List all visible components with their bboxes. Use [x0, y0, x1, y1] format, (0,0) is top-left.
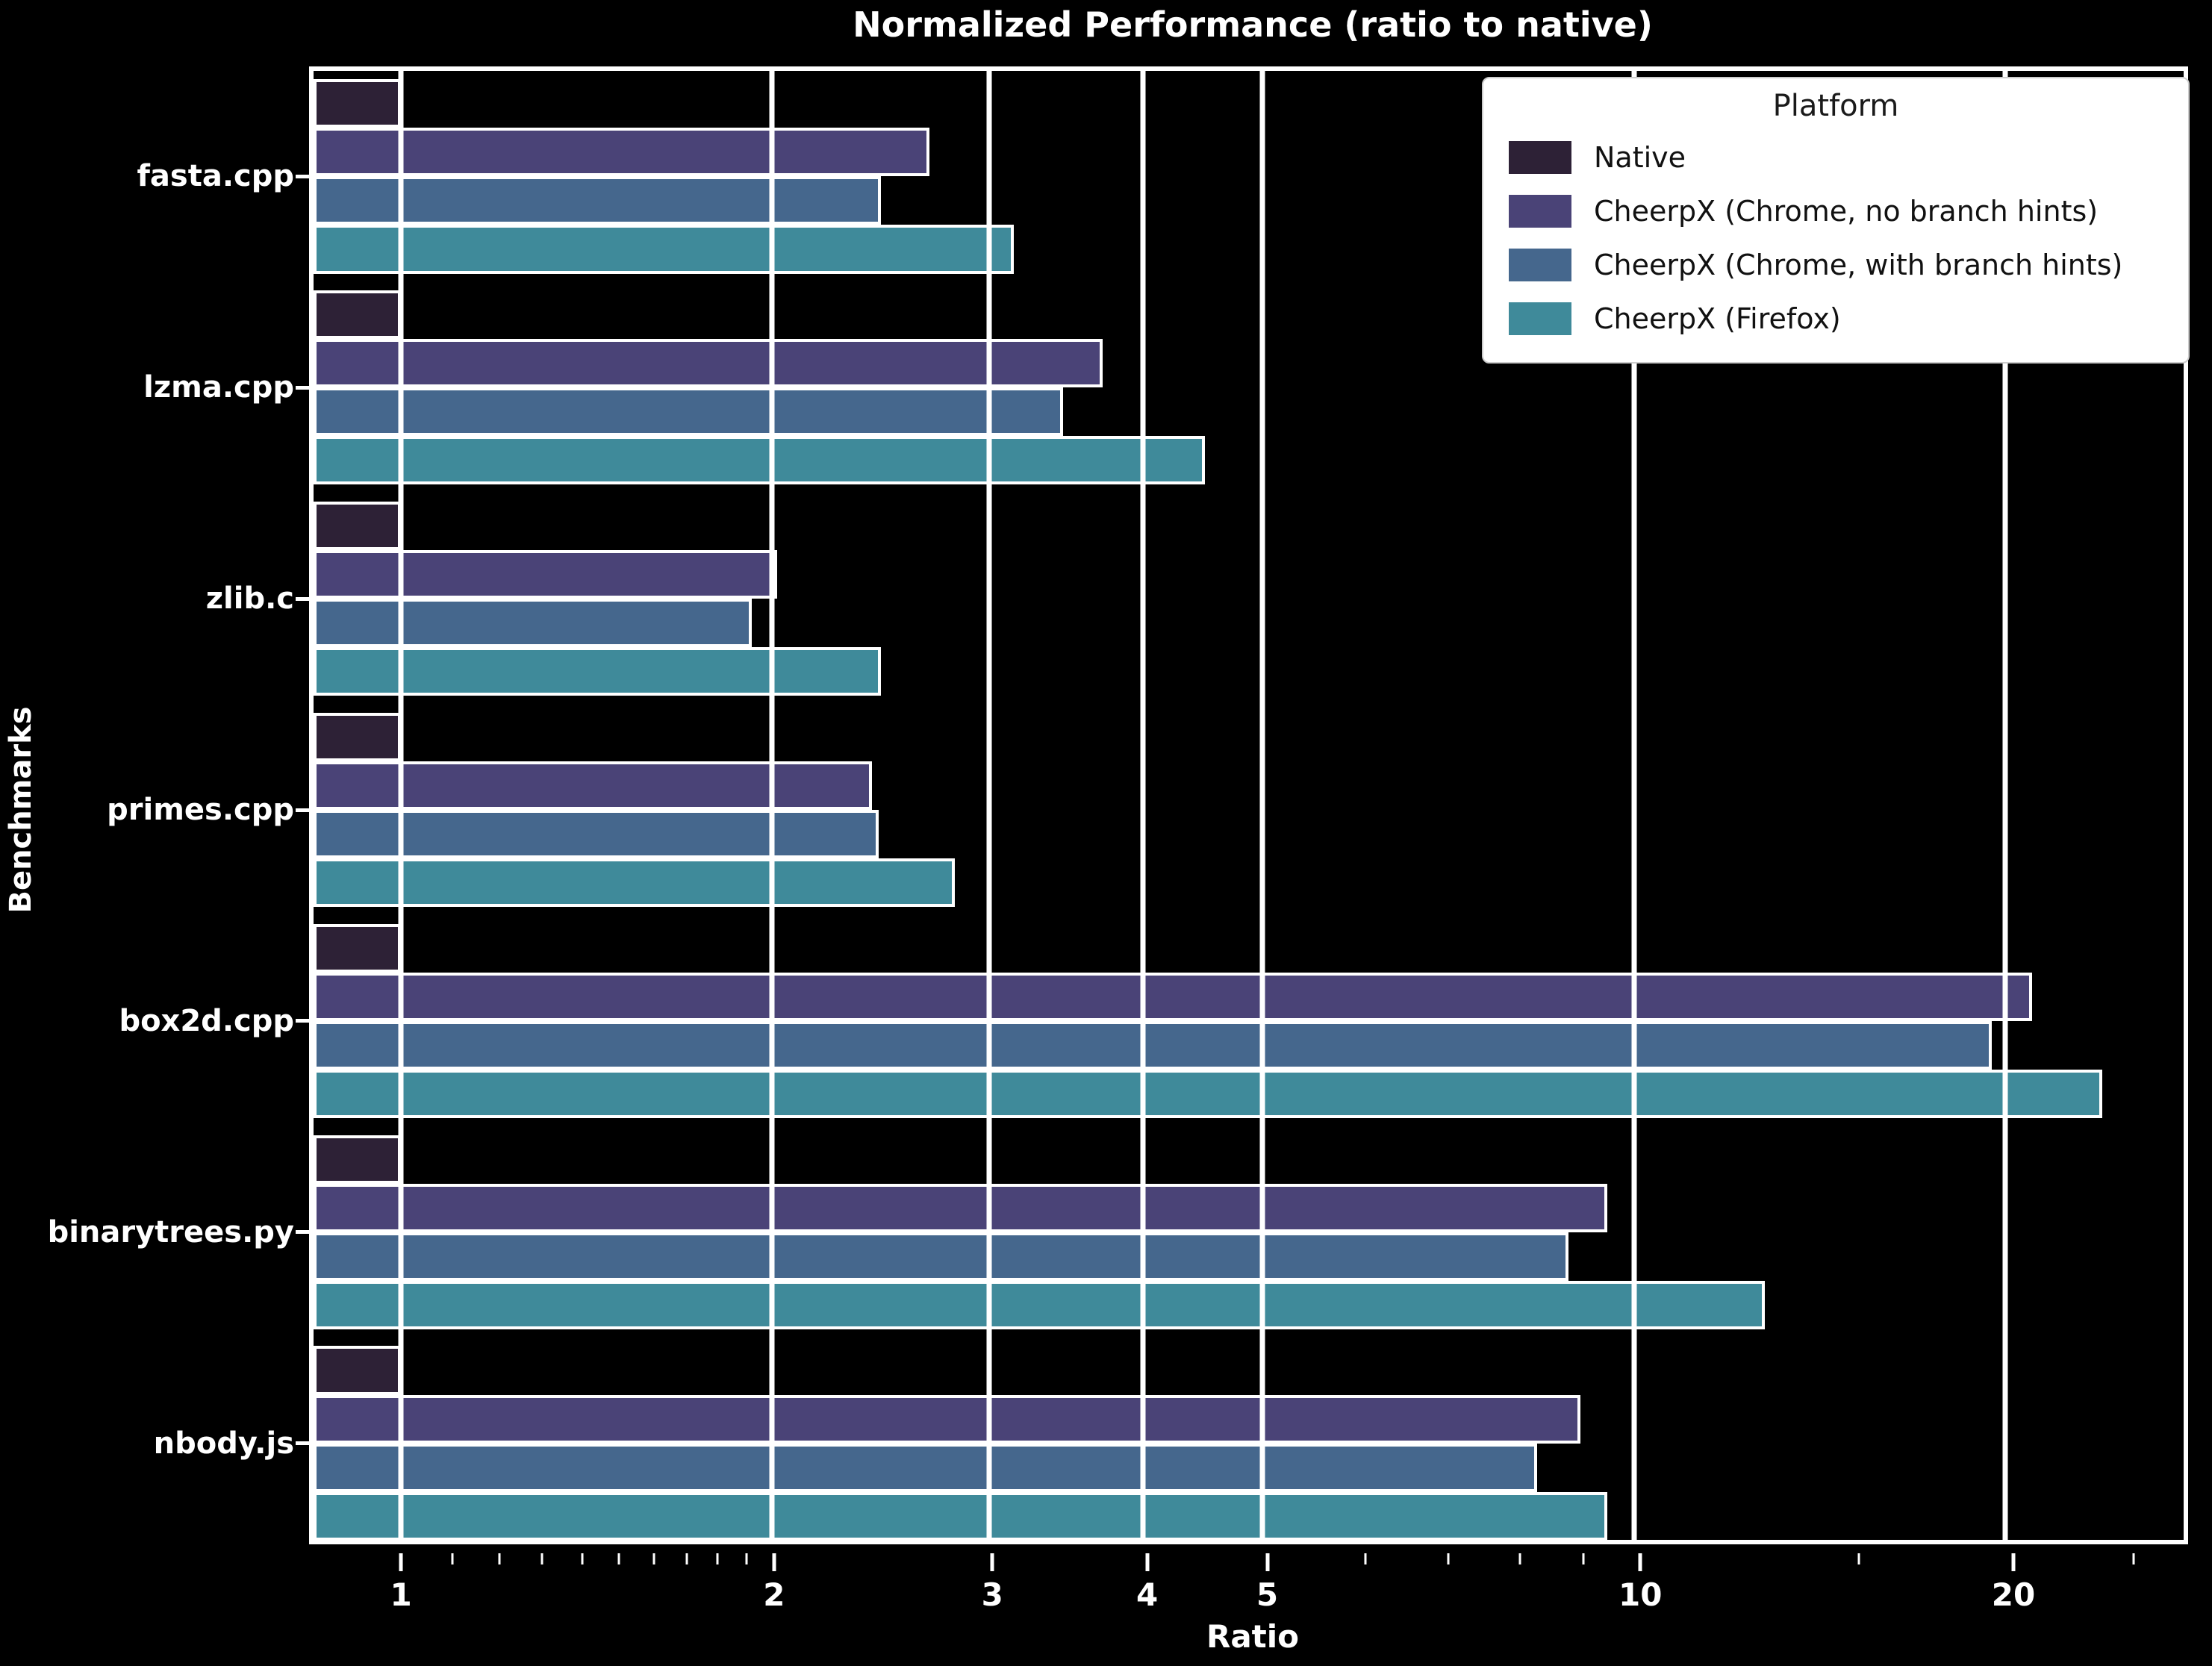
gridline: [2002, 71, 2008, 1540]
x-tick-minor: [581, 1553, 584, 1564]
x-tick-minor: [498, 1553, 501, 1564]
y-tick: [296, 596, 312, 601]
x-tick-minor: [2132, 1553, 2135, 1564]
y-tick: [296, 174, 312, 178]
plot-area: [309, 66, 2188, 1544]
legend-item: CheerpX (Firefox): [1483, 292, 2188, 346]
y-tick: [296, 1441, 312, 1446]
x-tick-label: 3: [981, 1576, 1003, 1613]
x-tick-minor: [451, 1553, 454, 1564]
gridline: [986, 71, 992, 1540]
gridline: [1259, 71, 1265, 1540]
x-tick-major: [990, 1553, 994, 1571]
bar-native-fasta-cpp: [314, 79, 402, 128]
bar-cheerpx-firefox--binarytrees-py: [314, 1280, 1765, 1329]
bar-cheerpx-chrome-no-branch-hints--lzma-cpp: [314, 339, 1103, 388]
bar-cheerpx-chrome-with-branch-hints--box2d-cpp: [314, 1020, 1992, 1070]
legend-item-label: CheerpX (Firefox): [1594, 302, 1841, 335]
bar-native-binarytrees-py: [314, 1135, 402, 1184]
legend-title: Platform: [1772, 89, 1899, 123]
gridline: [1631, 71, 1637, 1540]
x-tick-major: [1145, 1553, 1150, 1571]
x-tick-label: 10: [1619, 1576, 1663, 1613]
y-tick-label: binarytrees.py: [47, 1214, 294, 1250]
bar-cheerpx-firefox--primes-cpp: [314, 858, 956, 908]
legend-item: Native: [1483, 131, 2188, 184]
y-tick-label: lzma.cpp: [143, 370, 294, 405]
x-tick-minor: [617, 1553, 620, 1564]
bar-cheerpx-chrome-with-branch-hints--zlib-c: [314, 599, 753, 648]
bar-native-nbody-js: [314, 1346, 402, 1395]
x-tick-label: 2: [763, 1576, 785, 1613]
bar-cheerpx-chrome-no-branch-hints--zlib-c: [314, 550, 777, 599]
bar-cheerpx-firefox--fasta-cpp: [314, 225, 1014, 274]
legend-item-label: CheerpX (Chrome, with branch hints): [1594, 249, 2123, 281]
y-tick: [296, 385, 312, 390]
bar-native-zlib-c: [314, 502, 402, 551]
bar-cheerpx-chrome-no-branch-hints--nbody-js: [314, 1394, 1581, 1444]
chart-title: Normalized Performance (ratio to native): [853, 4, 1653, 45]
gridline: [1140, 71, 1146, 1540]
bar-cheerpx-firefox--lzma-cpp: [314, 436, 1205, 485]
x-tick-label: 20: [1991, 1576, 2036, 1613]
x-tick-minor: [652, 1553, 655, 1564]
bar-cheerpx-firefox--nbody-js: [314, 1491, 1607, 1541]
x-tick-minor: [1518, 1553, 1521, 1564]
bar-cheerpx-chrome-with-branch-hints--nbody-js: [314, 1443, 1537, 1492]
bar-cheerpx-firefox--zlib-c: [314, 647, 882, 696]
bar-cheerpx-chrome-no-branch-hints--binarytrees-py: [314, 1183, 1607, 1232]
legend-swatch: [1509, 249, 1571, 281]
legend-item-label: Native: [1594, 141, 1686, 174]
x-tick-major: [1638, 1553, 1642, 1571]
bar-cheerpx-chrome-with-branch-hints--lzma-cpp: [314, 387, 1063, 437]
x-tick-label: 5: [1256, 1576, 1279, 1613]
y-tick-label: zlib.c: [205, 581, 294, 617]
legend-item: CheerpX (Chrome, with branch hints): [1483, 238, 2188, 292]
bar-cheerpx-chrome-with-branch-hints--fasta-cpp: [314, 176, 882, 225]
bar-native-lzma-cpp: [314, 290, 402, 340]
x-tick-major: [772, 1553, 776, 1571]
y-tick: [296, 808, 312, 812]
y-tick-label: primes.cpp: [107, 793, 294, 827]
bar-cheerpx-chrome-no-branch-hints--primes-cpp: [314, 761, 873, 810]
gridline: [398, 71, 404, 1540]
bar-cheerpx-chrome-no-branch-hints--box2d-cpp: [314, 972, 2032, 1021]
bar-cheerpx-chrome-with-branch-hints--binarytrees-py: [314, 1232, 1568, 1281]
x-tick-minor: [685, 1553, 688, 1564]
legend-swatch: [1509, 195, 1571, 228]
x-tick-minor: [1447, 1553, 1450, 1564]
x-tick-major: [2011, 1553, 2016, 1571]
legend-item-label: CheerpX (Chrome, no branch hints): [1594, 195, 2099, 228]
legend-swatch: [1509, 141, 1571, 174]
x-tick-minor: [1364, 1553, 1367, 1564]
y-tick-label: nbody.js: [153, 1426, 294, 1461]
bar-native-primes-cpp: [314, 712, 402, 761]
bar-cheerpx-firefox--box2d-cpp: [314, 1069, 2103, 1118]
legend-item: CheerpX (Chrome, no branch hints): [1483, 184, 2188, 238]
y-axis-label: Benchmarks: [4, 706, 38, 914]
x-tick-minor: [716, 1553, 719, 1564]
y-tick-label: box2d.cpp: [119, 1003, 294, 1038]
x-axis-label: Ratio: [1206, 1618, 1300, 1655]
y-tick-label: fasta.cpp: [137, 159, 295, 194]
x-tick-minor: [1857, 1553, 1860, 1564]
x-tick-label: 4: [1136, 1576, 1159, 1613]
legend-swatch: [1509, 302, 1571, 335]
bar-native-box2d-cpp: [314, 923, 402, 973]
x-tick-major: [1265, 1553, 1270, 1571]
x-tick-minor: [1582, 1553, 1585, 1564]
plot-inner: [314, 71, 2184, 1541]
bar-cheerpx-chrome-with-branch-hints--primes-cpp: [314, 810, 879, 859]
y-tick: [296, 1019, 312, 1023]
x-tick-minor: [540, 1553, 543, 1564]
x-tick-minor: [745, 1553, 748, 1564]
y-tick: [296, 1230, 312, 1235]
x-tick-label: 1: [390, 1576, 412, 1613]
bar-cheerpx-chrome-no-branch-hints--fasta-cpp: [314, 128, 930, 177]
gridline: [769, 71, 775, 1540]
x-tick-major: [399, 1553, 403, 1571]
